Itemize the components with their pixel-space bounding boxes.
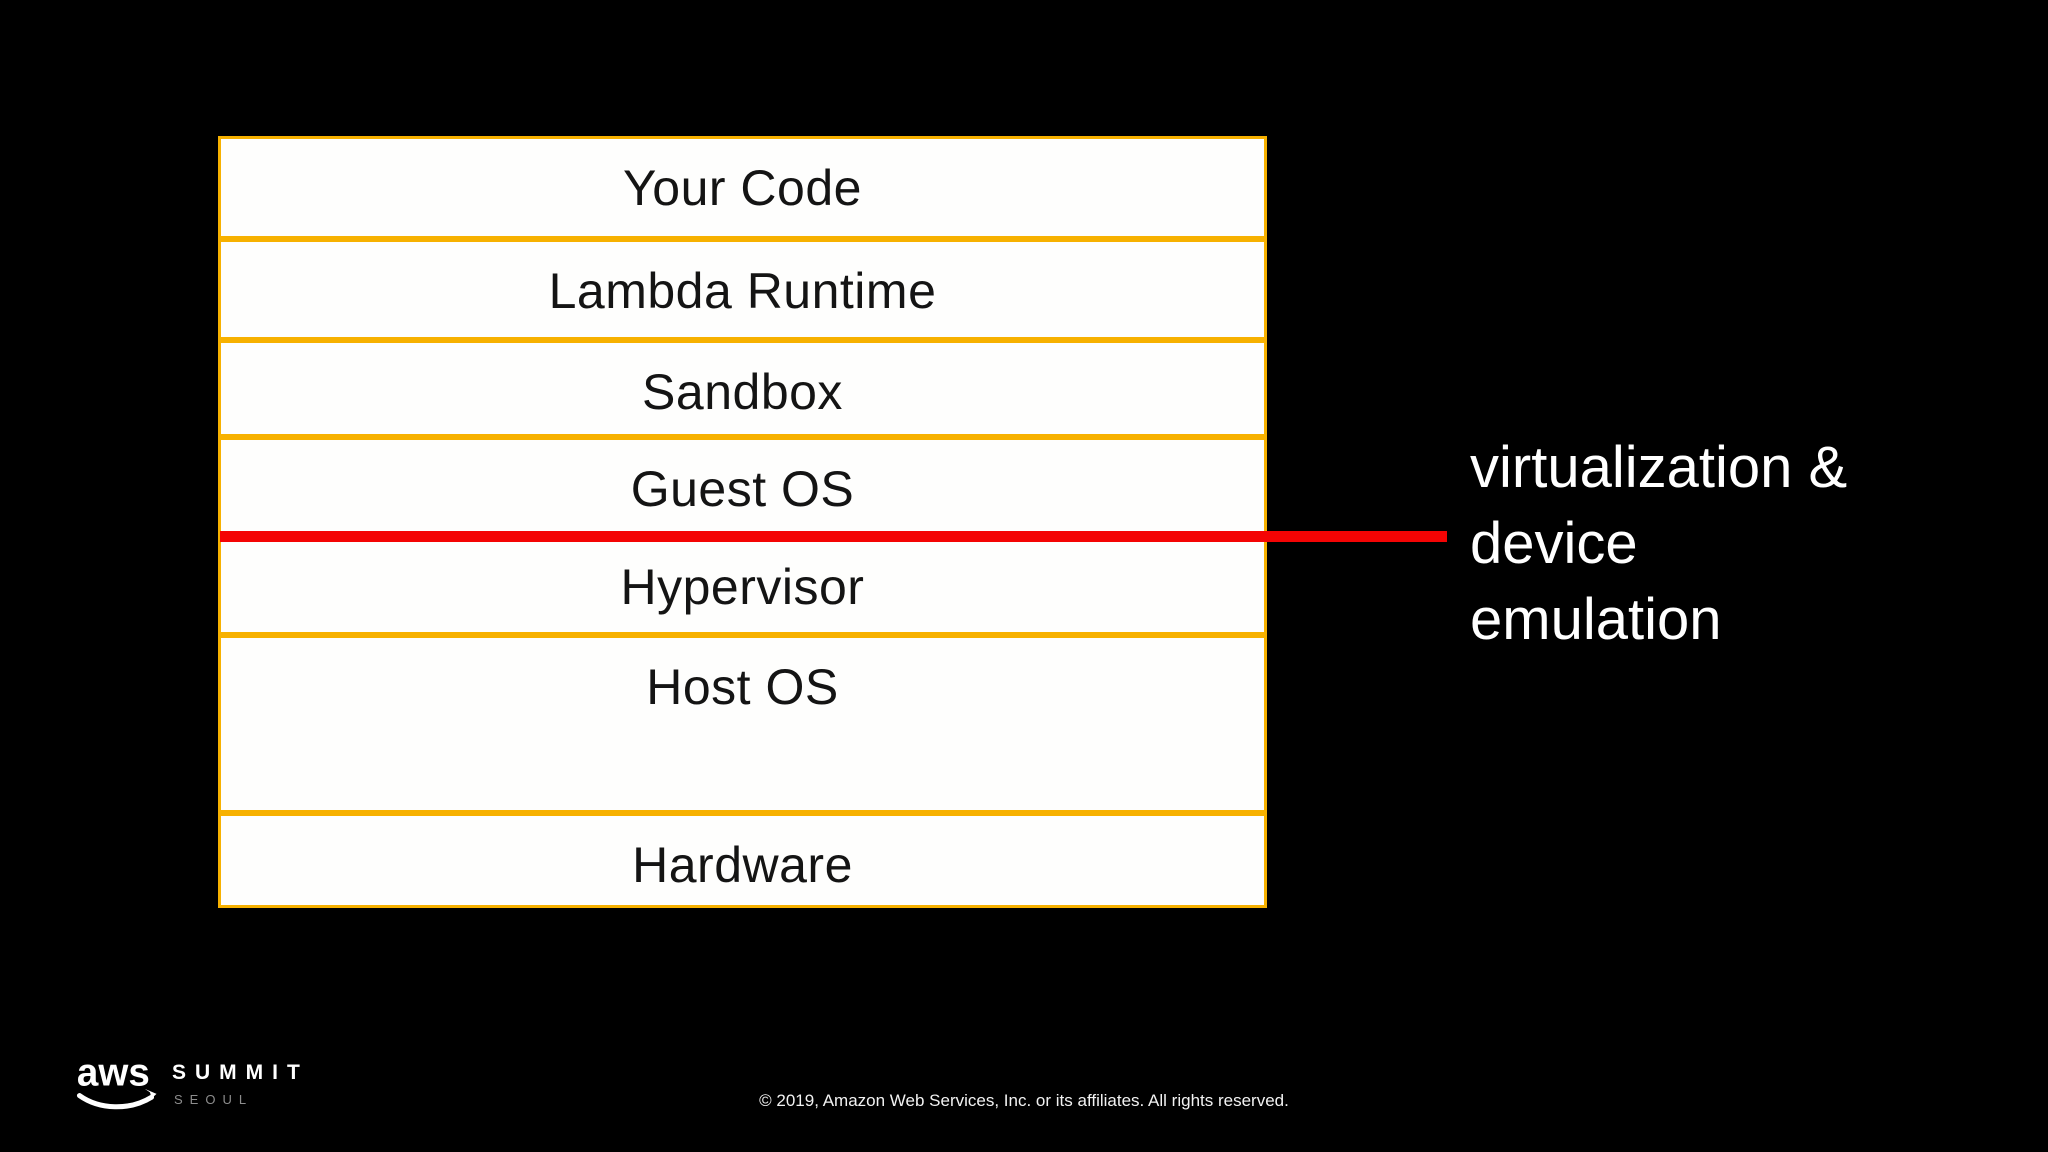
stack-layer-host-os: Host OS xyxy=(218,635,1267,813)
stack-layer-your-code: Your Code xyxy=(218,136,1267,239)
summit-label: SUMMIT xyxy=(172,1061,309,1084)
stack-layer-hardware: Hardware xyxy=(218,813,1267,908)
aws-logo-icon: aws xyxy=(77,1052,157,1110)
stack-layer-sandbox: Sandbox xyxy=(218,340,1267,437)
stack-layer-hypervisor: Hypervisor xyxy=(218,535,1267,635)
stack-layer-label: Sandbox xyxy=(642,363,843,420)
stack-layer-label: Your Code xyxy=(623,159,862,216)
svg-text:aws: aws xyxy=(77,1052,150,1095)
annotation-text: virtualization & device emulation xyxy=(1470,435,1848,652)
stack-layer-label: Guest OS xyxy=(630,460,855,517)
virtualization-stack-diagram: Your Code Lambda Runtime Sandbox Guest O… xyxy=(218,136,1267,908)
stack-layer-label: Hardware xyxy=(632,836,853,893)
stack-layer-guest-os: Guest OS xyxy=(218,437,1267,535)
pointer-line xyxy=(220,531,1447,542)
stack-layer-label: Host OS xyxy=(646,658,839,715)
seoul-label: SEOUL xyxy=(174,1092,254,1107)
copyright-text: © 2019, Amazon Web Services, Inc. or its… xyxy=(759,1091,1289,1110)
stack-layer-label: Hypervisor xyxy=(620,558,865,615)
stack-layer-label: Lambda Runtime xyxy=(548,262,937,319)
stack-layer-lambda-runtime: Lambda Runtime xyxy=(218,239,1267,340)
aws-summit-seoul-logo: aws SUMMIT SEOUL xyxy=(76,1052,336,1122)
